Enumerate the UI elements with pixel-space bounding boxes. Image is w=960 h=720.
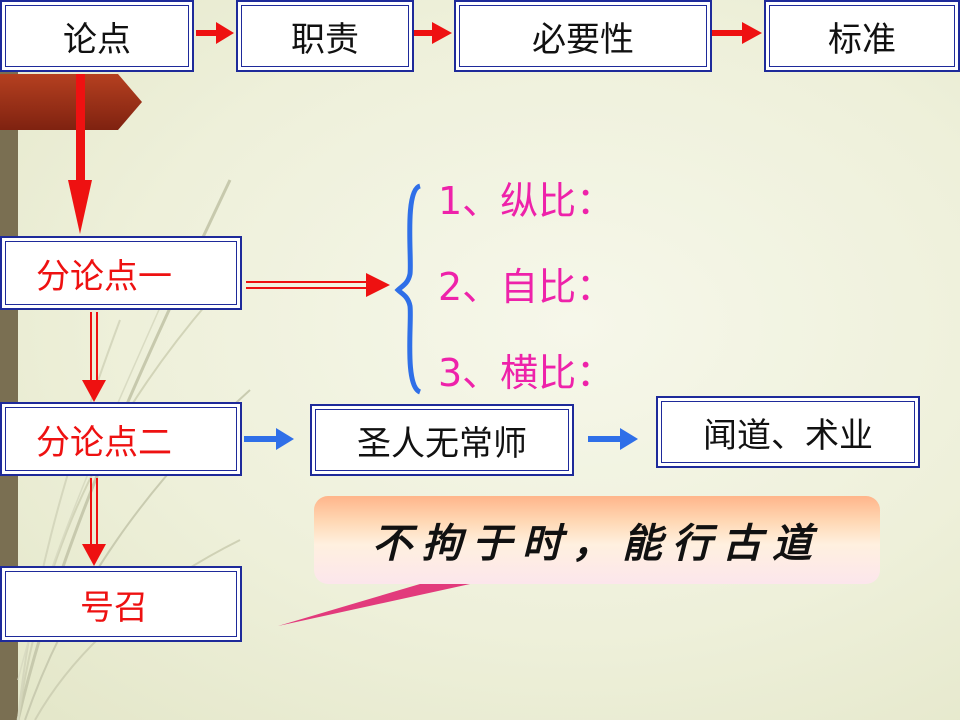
box-duty-label: 职责 [291,19,359,60]
box-necessity-label: 必要性 [532,19,634,60]
box-duty: 职责 [236,0,414,72]
arrow-down-3 [82,478,106,566]
arrow-top-2 [414,22,452,44]
arrow-down-2 [82,312,106,402]
box-argument-label: 论点 [63,19,131,60]
box-sub-point-1-label: 分论点一 [36,256,172,297]
box-result-label: 闻道、术业 [703,415,873,456]
call-banner-text: 不拘于时，能行古道 [372,520,822,567]
comparison-item-2: 2、自比： [438,265,615,309]
call-banner: 不拘于时，能行古道 [314,496,880,584]
box-necessity: 必要性 [454,0,712,72]
box-sub-point-2: 分论点二 [0,402,242,476]
arrow-blue-1 [244,428,294,450]
comparison-item-3: 3、横比： [438,351,615,395]
brace [394,183,422,395]
arrow-blue-2 [588,428,638,450]
arrow-top-3 [712,22,762,44]
box-sage-label: 圣人无常师 [357,423,527,464]
left-side-band [0,0,18,720]
box-call: 号召 [0,566,242,642]
box-sage: 圣人无常师 [310,404,574,476]
box-result: 闻道、术业 [656,396,920,468]
comparison-item-1: 1、纵比： [438,179,615,223]
banner-tail [278,584,470,626]
box-standard: 标准 [764,0,960,72]
arrow-point1-right [246,273,390,297]
box-sub-point-1: 分论点一 [0,236,242,310]
ribbon-tab [0,74,142,130]
box-standard-label: 标准 [828,19,896,60]
arrow-top-1 [196,22,234,44]
arrow-down-main [68,74,92,234]
box-sub-point-2-label: 分论点二 [36,422,172,463]
box-call-label: 号召 [80,587,148,628]
box-argument: 论点 [0,0,194,72]
